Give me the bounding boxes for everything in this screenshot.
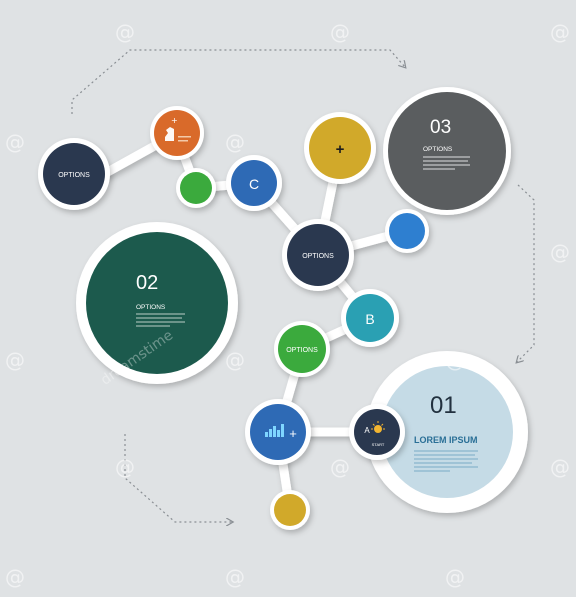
options-top-left-label: OPTIONS: [58, 172, 90, 179]
panel-01-label: LOREM IPSUM: [414, 435, 478, 445]
panel-01-text-lines: [414, 450, 478, 472]
plus-label: +: [336, 141, 345, 158]
node-blue-small[interactable]: [385, 209, 429, 253]
node-b[interactable]: [341, 289, 399, 347]
chart-plus-label: +: [289, 426, 297, 441]
dotted-arrows: [71, 49, 535, 522]
node-options-center[interactable]: [282, 219, 354, 291]
node-options-top-left[interactable]: [38, 138, 110, 210]
panel-02-text-lines: [136, 313, 185, 327]
start-letter: A: [364, 426, 370, 435]
arrow-top: [71, 49, 405, 114]
options-green-label: OPTIONS: [286, 347, 318, 354]
arrow-right: [517, 184, 535, 362]
panel-01-number: 01: [430, 392, 457, 419]
svg-text:+: +: [171, 116, 178, 125]
bar-chart-icon: [265, 424, 284, 437]
c-label: C: [249, 176, 259, 192]
panel-03-text-lines: [423, 156, 470, 170]
node-yellow-plus[interactable]: [304, 112, 376, 184]
b-label: B: [365, 311, 374, 327]
panel-03-number: 03: [430, 117, 451, 138]
panel-01: [366, 351, 528, 513]
panel-03-label: OPTIONS: [423, 146, 453, 153]
node-options-green[interactable]: [274, 321, 330, 377]
start-label: START: [372, 442, 385, 447]
panel-02-number: 02: [136, 272, 158, 294]
node-c[interactable]: [226, 155, 282, 211]
node-orange[interactable]: [150, 106, 204, 160]
panel-03: [383, 87, 511, 215]
arrow-bottom-left: [124, 434, 232, 522]
panel-02-label: OPTIONS: [136, 304, 166, 311]
lightbulb-icon: [371, 421, 385, 433]
options-center-label: OPTIONS: [302, 253, 334, 260]
chess-knight-icon: +: [165, 116, 191, 142]
panel-02: [76, 222, 238, 384]
node-yellow-small[interactable]: [270, 490, 310, 530]
node-green-small[interactable]: [176, 168, 216, 208]
